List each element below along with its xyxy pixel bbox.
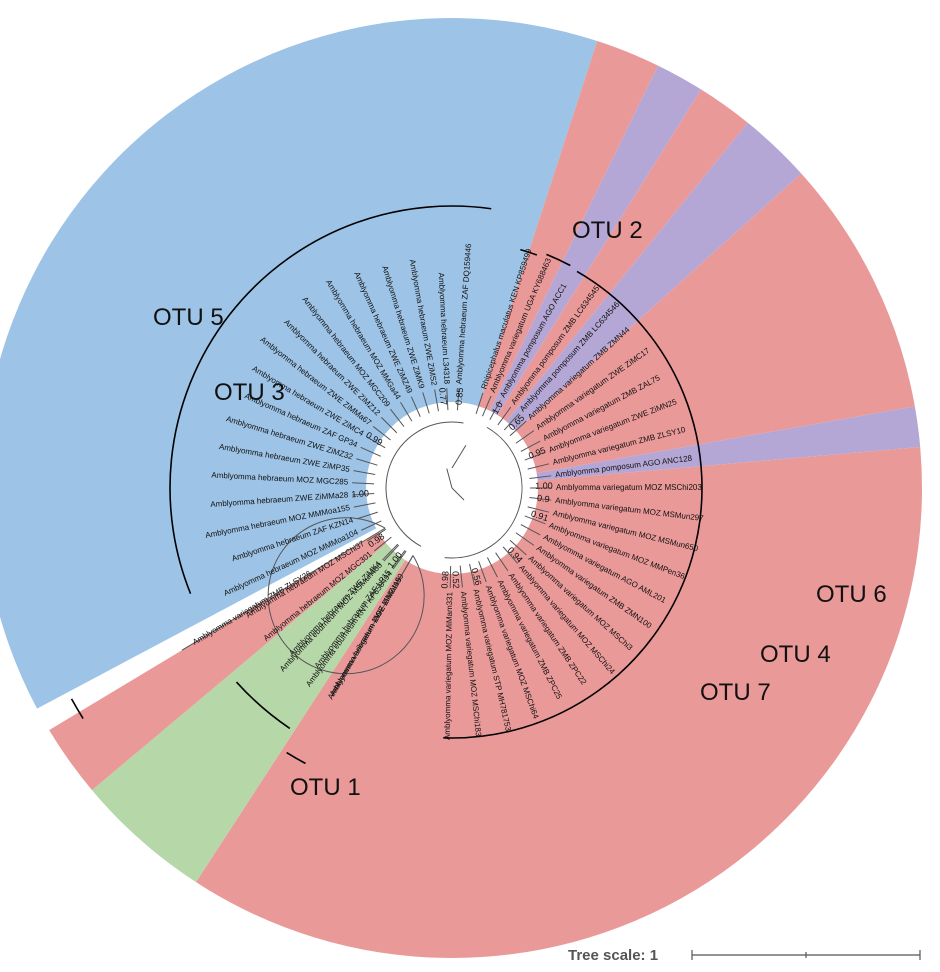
- tip-branch: [401, 555, 414, 575]
- clade-sector-pomposum: [452, 406, 921, 488]
- tip-label: Amblyomma variegatum MOZ MSChi203: [556, 483, 702, 492]
- tip-branch: [356, 511, 378, 520]
- tree-scale-label: Tree scale: 1: [568, 947, 658, 964]
- otu-bracket: [235, 681, 291, 730]
- tip-branch: [352, 492, 375, 496]
- tip-branch: [410, 396, 421, 417]
- tip-branch: [422, 392, 430, 414]
- otu-bracket: [520, 248, 538, 256]
- otu-label: OTU 4: [760, 641, 831, 668]
- otu-bracket: [70, 698, 84, 719]
- support-value: 0.9: [537, 493, 551, 504]
- clade-sector-pomposum: [452, 65, 702, 488]
- tip-branch: [360, 446, 381, 457]
- branch-inner-arc-2: [444, 426, 523, 559]
- tip-branch: [509, 420, 527, 437]
- tip-branch: [434, 389, 439, 412]
- support-value: 1.00: [351, 488, 369, 499]
- otu-labels: OTU 1 OTU 2 OTU 3 OTU 5 OTU 4 OTU 6 OTU 7: [153, 217, 887, 801]
- tip-branch: [366, 527, 386, 540]
- support-value: 0.98: [439, 571, 450, 589]
- tip-branch: [392, 550, 407, 570]
- tip-branch: [391, 549, 406, 569]
- clade-sector-eburneum: [91, 488, 453, 883]
- support-value: 0.77: [437, 387, 449, 405]
- clade-sector-pomposum: [452, 122, 802, 489]
- tip-branch: [475, 392, 484, 414]
- tip-branch: [503, 413, 520, 431]
- tip-branch: [520, 524, 541, 536]
- otu-label: OTU 3: [214, 379, 285, 406]
- tip-branch: [459, 565, 463, 588]
- otu-bracket: [443, 270, 703, 739]
- otu-bracket: [546, 253, 571, 267]
- tip-branch: [529, 475, 552, 479]
- tip-label: Amblyomma variegatum MOZ MiMam331: [443, 591, 455, 740]
- clade-sector-hebraeum: [0, 18, 598, 709]
- tip-branch: [356, 458, 378, 466]
- tip-branch: [366, 436, 386, 449]
- clade-sector-variegatum: [452, 89, 748, 489]
- tip-branch: [390, 408, 405, 427]
- branch-root: [446, 468, 453, 489]
- clade-sector-variegatum: [452, 173, 915, 489]
- tree-scale: Tree scale: 1: [568, 947, 921, 964]
- tip-branch: [482, 395, 492, 417]
- tip-branch: [373, 536, 392, 552]
- tip-branch: [382, 543, 399, 561]
- branch-root-2: [451, 444, 467, 469]
- tip-branch: [380, 416, 398, 434]
- tree-branches: [181, 388, 552, 697]
- clade-sector-variegatum: [452, 41, 659, 488]
- tip-branch: [502, 546, 518, 564]
- tip-branch: [478, 561, 487, 583]
- support-value: 0.52: [451, 571, 462, 589]
- tip-branch: [515, 430, 535, 444]
- tip-branch: [446, 388, 449, 411]
- tip-branch: [497, 406, 512, 426]
- clade-sector-variegatum: [49, 488, 452, 791]
- tip-branch: [509, 539, 527, 556]
- tip-branch: [527, 506, 550, 513]
- tip-branch: [353, 502, 376, 508]
- otu-label: OTU 2: [572, 217, 643, 244]
- tip-branch: [352, 482, 375, 485]
- tip-branch: [520, 440, 541, 452]
- branch-root-3: [451, 487, 465, 501]
- tip-branch: [515, 532, 535, 546]
- tip-branch: [486, 557, 498, 578]
- tip-branch: [353, 470, 376, 475]
- tip-branch: [524, 515, 546, 525]
- tip-branch: [400, 402, 413, 422]
- otu-label: OTU 1: [290, 774, 361, 801]
- otu-bracket: [169, 205, 492, 594]
- tip-branch: [456, 388, 460, 411]
- tip-branch: [529, 497, 552, 501]
- branch-long-otu6: [181, 539, 367, 651]
- branch-backbone-arc: [267, 517, 425, 675]
- tip-branch: [383, 544, 400, 562]
- tip-branch: [366, 528, 387, 542]
- clade-color-sectors: [0, 18, 922, 958]
- support-value: 1.00: [535, 481, 553, 491]
- otu-label: OTU 6: [816, 581, 887, 608]
- support-value: 0.56: [469, 567, 483, 587]
- otu-label: OTU 7: [700, 679, 771, 706]
- support-value: 0.85: [454, 387, 465, 405]
- clade-sector-variegatum: [196, 447, 922, 958]
- tip-branch: [527, 463, 550, 470]
- tip-branch: [495, 552, 509, 572]
- otu-label: OTU 5: [153, 304, 224, 331]
- branch-long-otu4: [331, 574, 403, 697]
- tip-branch: [361, 520, 382, 531]
- tip-branch: [469, 563, 475, 586]
- otu-brackets: [70, 205, 703, 765]
- tip-branch: [489, 400, 501, 421]
- tip-branch: [524, 451, 546, 461]
- branch-inner-arc: [385, 421, 464, 547]
- otu-bracket: [286, 751, 306, 765]
- tip-branch: [372, 426, 391, 441]
